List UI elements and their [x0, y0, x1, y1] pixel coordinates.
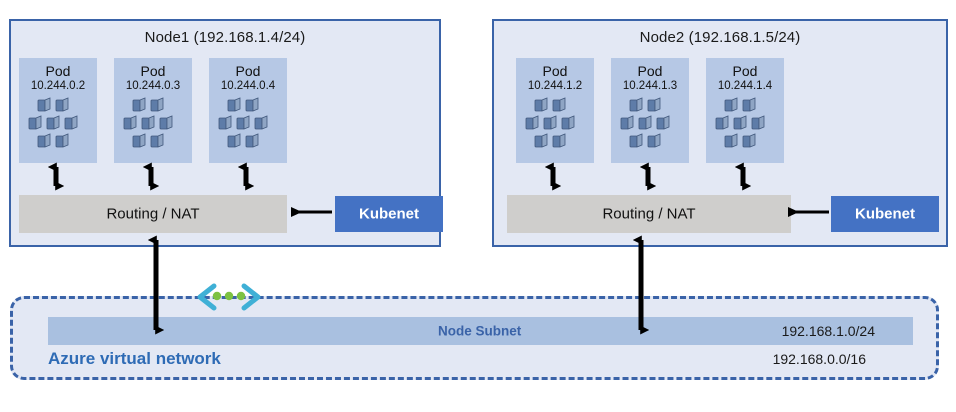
pod-label: Pod	[542, 63, 568, 79]
pod-ip: 10.244.1.3	[622, 80, 678, 92]
routing-nat-bar-node2[interactable]: Routing / NAT	[507, 195, 791, 233]
kubenet-label: Kubenet	[359, 205, 419, 223]
routing-nat-label: Routing / NAT	[106, 205, 200, 223]
kubenet-box-node1[interactable]: Kubenet	[335, 196, 443, 232]
node-subnet-band[interactable]: Node Subnet 192.168.1.0/24	[48, 317, 913, 345]
pod-ip: 10.244.0.3	[125, 80, 181, 92]
routing-nat-bar-node1[interactable]: Routing / NAT	[19, 195, 287, 233]
node-box-node2[interactable]: Node2 (192.168.1.5/24) Pod 10.244.1.2 Po…	[492, 19, 948, 247]
node-title-node2: Node2 (192.168.1.5/24)	[639, 29, 801, 46]
node-subnet-cidr: 192.168.1.0/24	[781, 323, 875, 339]
pod-cluster-icon	[715, 97, 765, 148]
pod-ip: 10.244.0.2	[30, 80, 86, 92]
node-title-node1: Node1 (192.168.1.4/24)	[144, 29, 306, 46]
azure-vnet-name: Azure virtual network	[48, 349, 221, 368]
pod-ip: 10.244.1.2	[527, 80, 583, 92]
kubenet-label: Kubenet	[855, 205, 915, 223]
pod-ip: 10.244.0.4	[220, 80, 276, 92]
pod-box-node2-pod2[interactable]: Pod 10.244.1.3	[611, 58, 689, 163]
azure-vnet-cidr: 192.168.0.0/16	[772, 351, 866, 367]
pod-label: Pod	[140, 63, 166, 79]
routing-nat-label: Routing / NAT	[602, 205, 696, 223]
pod-cluster-icon	[525, 97, 575, 148]
node-subnet-label: Node Subnet	[438, 323, 522, 339]
pod-label: Pod	[45, 63, 71, 79]
pod-box-node2-pod1[interactable]: Pod 10.244.1.2	[516, 58, 594, 163]
node-box-node1[interactable]: Node1 (192.168.1.4/24) Pod 10.244.0.2 Po…	[9, 19, 443, 247]
pod-label: Pod	[637, 63, 663, 79]
pod-label: Pod	[235, 63, 261, 79]
pod-cluster-icon	[28, 97, 78, 148]
pod-box-node2-pod3[interactable]: Pod 10.244.1.4	[706, 58, 784, 163]
pod-cluster-icon	[620, 97, 670, 148]
kubenet-box-node2[interactable]: Kubenet	[831, 196, 939, 232]
pod-box-node1-pod1[interactable]: Pod 10.244.0.2	[19, 58, 97, 163]
pod-box-node1-pod3[interactable]: Pod 10.244.0.4	[209, 58, 287, 163]
pod-ip: 10.244.1.4	[717, 80, 773, 92]
pod-cluster-icon	[218, 97, 268, 148]
pod-box-node1-pod2[interactable]: Pod 10.244.0.3	[114, 58, 192, 163]
azure-vnet-box[interactable]: Node Subnet 192.168.1.0/24 Azure virtual…	[10, 296, 939, 380]
pod-label: Pod	[732, 63, 758, 79]
pod-cluster-icon	[123, 97, 173, 148]
